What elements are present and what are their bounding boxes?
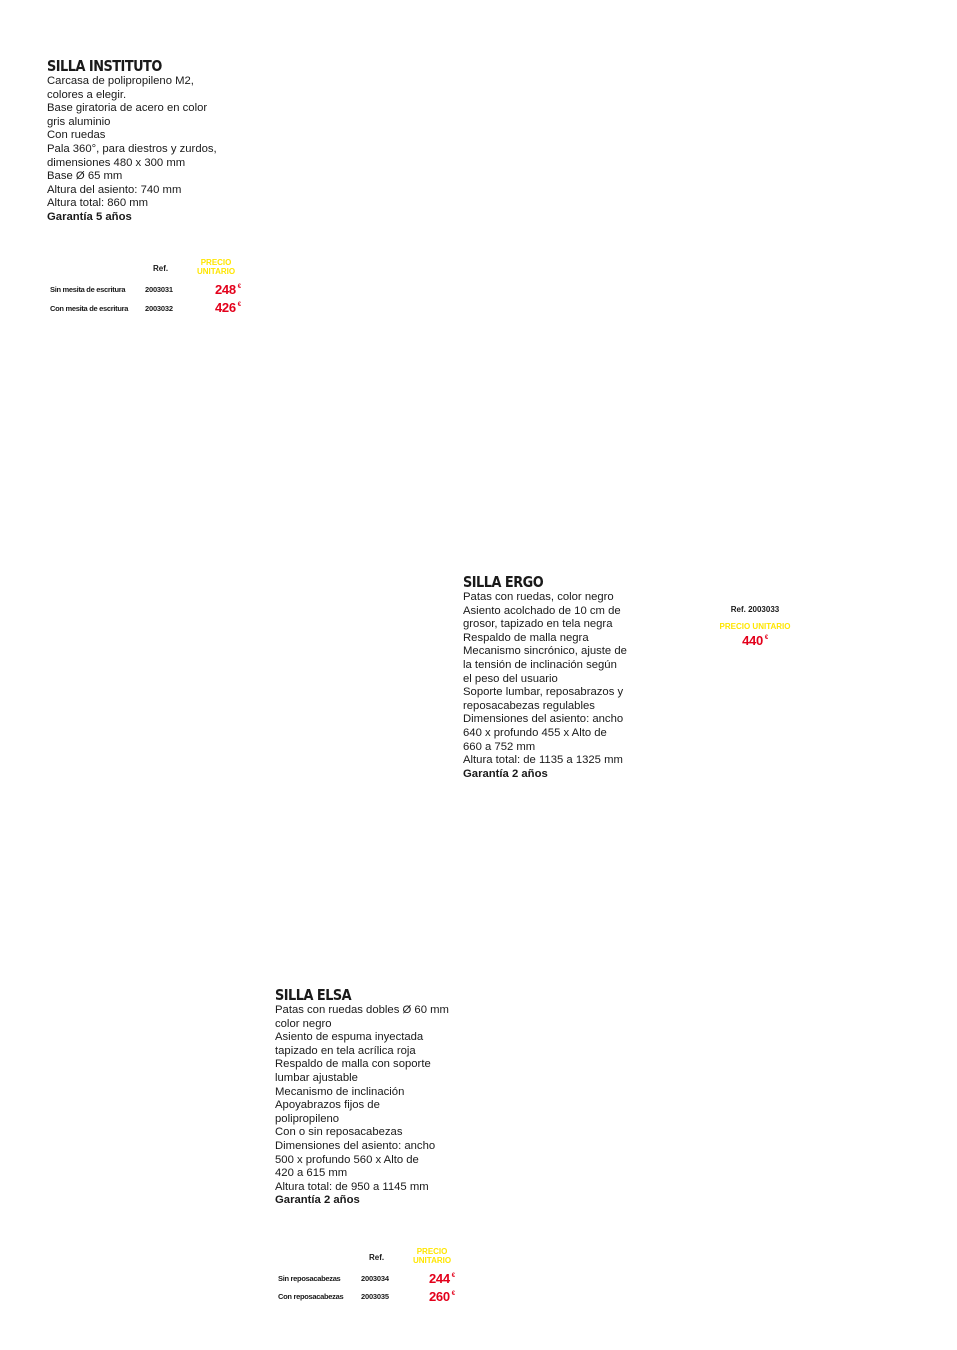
row-ref: 2003034 [361, 1274, 389, 1283]
description-line: Carcasa de polipropileno M2, [47, 75, 194, 87]
description-line: 500 x profundo 560 x Alto de [275, 1153, 419, 1166]
ref-label: Ref. 2003033 [730, 605, 780, 614]
row-label: Con mesita de escritura [50, 304, 129, 313]
row-ref: 2003032 [145, 304, 173, 313]
description-line: Con ruedas [47, 129, 106, 142]
row-label: Sin reposacabezas [278, 1274, 341, 1283]
description-line: grosor, tapizado en tela negra [463, 618, 613, 631]
description-line: Mecanismo sincrónico, ajuste de [463, 645, 627, 658]
description-line: gris aluminio [47, 115, 111, 128]
price-header-line: PRECIO [416, 1247, 448, 1256]
description-line: 640 x profundo 455 x Alto de [463, 726, 607, 739]
row-price: 248€ [215, 282, 241, 297]
description-line: colores a elegir. [47, 88, 127, 101]
product-description: Patas con ruedas, color negro Asiento ac… [463, 591, 663, 781]
description-line: el peso del usuario [463, 672, 558, 685]
price: 440€ [700, 633, 810, 648]
price-table-elsa: Ref. PRECIO UNITARIO Sin reposacabezas 2… [275, 1245, 475, 1305]
row-ref: 2003035 [361, 1292, 389, 1301]
description-line: Base Ø 65 mm [47, 170, 123, 183]
description-line: Dimensiones del asiento: ancho [463, 713, 624, 726]
description-line: Apoyabrazos fijos de [275, 1099, 380, 1112]
description-line: polipropileno [275, 1112, 340, 1125]
description-line: 420 a 615 mm [275, 1167, 348, 1180]
description-line: Con o sin reposacabezas [275, 1126, 403, 1139]
product-title: SILLA ERGO [463, 573, 544, 591]
warranty-text: Garantía 2 años [463, 767, 548, 780]
currency-symbol: € [237, 302, 241, 308]
description-line: lumbar ajustable [275, 1071, 358, 1084]
description-line: Base giratoria de acero en color [47, 102, 208, 115]
price-header: PRECIO UNITARIO [719, 622, 791, 631]
price-block-ergo: Ref. 2003033 PRECIO UNITARIO 440€ [700, 603, 810, 658]
description-line: Asiento de espuma inyectada [275, 1031, 424, 1044]
description-line: color negro [275, 1017, 332, 1030]
price-value: 440 [742, 633, 763, 648]
description-line: Soporte lumbar, reposabrazos y [463, 686, 624, 699]
currency-symbol: € [451, 1273, 455, 1279]
currency-symbol: € [237, 284, 241, 290]
description-line: Patas con ruedas dobles Ø 60 mm [275, 1004, 449, 1016]
description-line: Altura total: 860 mm [47, 197, 149, 210]
price-table-instituto: Ref. PRECIO UNITARIO Sin mesita de escri… [47, 256, 257, 316]
product-silla-instituto: SILLA INSTITUTO Carcasa de polipropileno… [47, 57, 267, 225]
description-line: Mecanismo de inclinación [275, 1085, 405, 1098]
product-title: SILLA INSTITUTO [47, 57, 162, 75]
price-value: 260 [429, 1289, 450, 1304]
price-header-line: UNITARIO [413, 1256, 452, 1265]
row-price: 426€ [215, 300, 241, 315]
price-header-line: UNITARIO [197, 267, 236, 276]
description-line: Respaldo de malla con soporte [275, 1058, 431, 1071]
row-price: 244€ [429, 1271, 455, 1286]
price-value: 248 [215, 282, 236, 297]
description-line: Altura del asiento: 740 mm [47, 183, 182, 196]
description-line: Altura total: de 950 a 1145 mm [275, 1180, 429, 1193]
description-line: tapizado en tela acrílica roja [275, 1044, 416, 1057]
currency-symbol: € [764, 635, 768, 641]
description-line: la tensión de inclinación según [463, 658, 617, 671]
price-header: PRECIO UNITARIO [197, 258, 235, 276]
price-value: 244 [429, 1271, 450, 1286]
price-header: PRECIO UNITARIO [413, 1247, 451, 1265]
description-line: Dimensiones del asiento: ancho [275, 1139, 436, 1152]
warranty-text: Garantía 2 años [275, 1194, 360, 1207]
description-line: Asiento acolchado de 10 cm de [463, 604, 621, 617]
price-header-line: PRECIO [200, 258, 232, 267]
row-label: Sin mesita de escritura [50, 285, 126, 294]
description-line: Respaldo de malla negra [463, 631, 589, 644]
product-title: SILLA ELSA [275, 986, 352, 1004]
description-line: 660 a 752 mm [463, 740, 536, 753]
description-line: Patas con ruedas, color negro [463, 591, 614, 603]
row-label: Con reposacabezas [278, 1292, 344, 1301]
product-description: Patas con ruedas dobles Ø 60 mm color ne… [275, 1004, 475, 1208]
row-ref: 2003031 [145, 285, 173, 294]
description-line: reposacabezas regulables [463, 699, 595, 712]
description-line: Pala 360°, para diestros y zurdos, [47, 142, 217, 155]
row-price: 260€ [429, 1289, 455, 1304]
description-line: dimensiones 480 x 300 mm [47, 156, 186, 169]
ref-header: Ref. [369, 1253, 385, 1262]
description-line: Altura total: de 1135 a 1325 mm [463, 754, 623, 767]
product-description: Carcasa de polipropileno M2, colores a e… [47, 75, 267, 225]
warranty-text: Garantía 5 años [47, 210, 132, 223]
price-value: 426 [215, 300, 236, 315]
ref-header: Ref. [153, 264, 169, 273]
product-silla-ergo: SILLA ERGO Patas con ruedas, color negro… [463, 573, 663, 781]
product-silla-elsa: SILLA ELSA Patas con ruedas dobles Ø 60 … [275, 986, 475, 1208]
currency-symbol: € [451, 1291, 455, 1297]
